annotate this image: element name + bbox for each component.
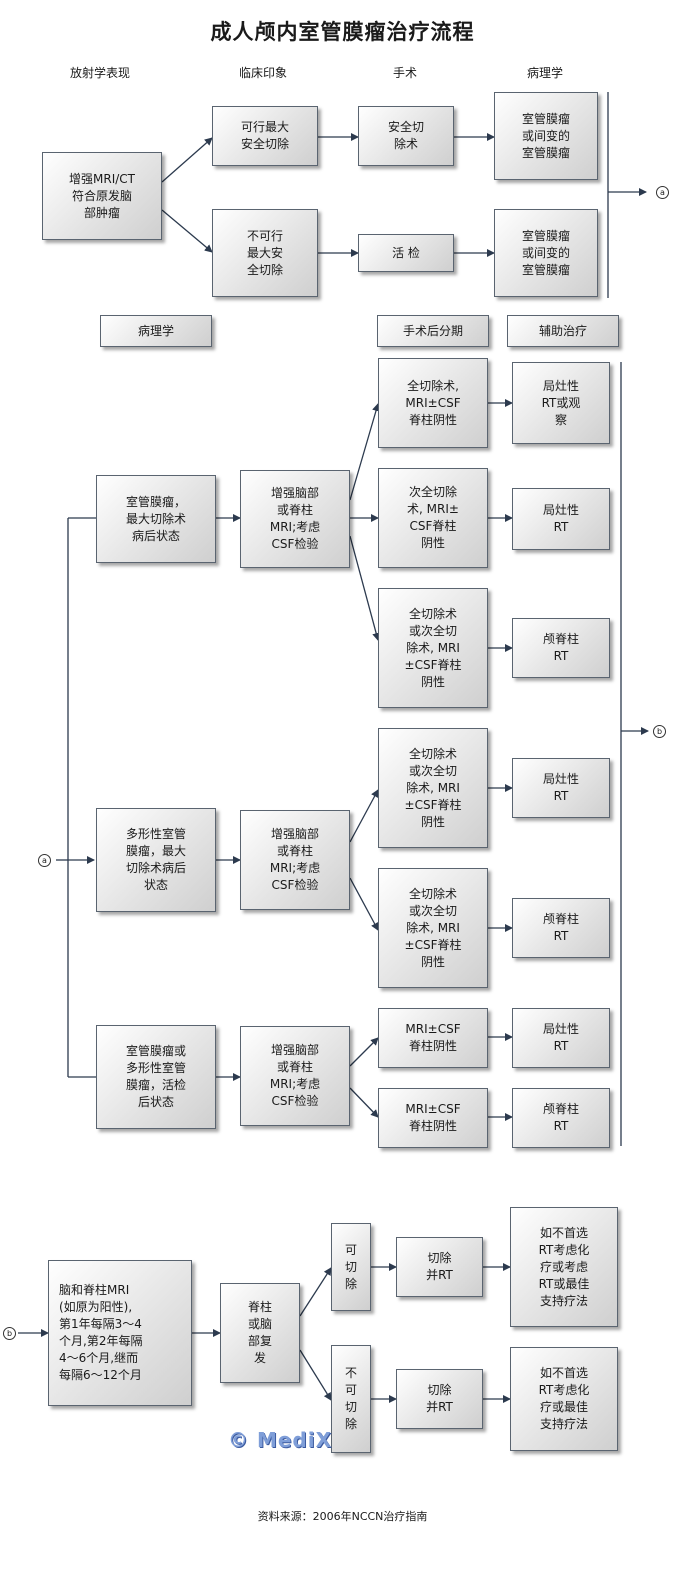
g1-pathology: 室管膜瘤， 最大切除术 病后状态 — [96, 475, 216, 563]
box-safe-resection: 安全切 除术 — [358, 106, 454, 166]
header2-post-staging: 手术后分期 — [377, 315, 489, 347]
g1-staging-2: 次全切除 术, MRI± CSF脊柱 阴性 — [378, 468, 488, 568]
box-option-1: 如不首选 RT考虑化 疗或考虑 RT或最佳 支持疗法 — [510, 1207, 618, 1327]
box-pathology-1: 室管膜瘤 或间变的 室管膜瘤 — [494, 92, 598, 180]
connector-b-in: b — [3, 1327, 16, 1340]
g1-treatment-3: 颅脊柱 RT — [512, 618, 610, 678]
g2-workup: 增强脑部 或脊柱 MRI;考虑 CSF检验 — [240, 810, 350, 910]
g2-treatment-1: 局灶性 RT — [512, 758, 610, 818]
box-resect-rt-2: 切除 并RT — [396, 1369, 483, 1429]
g3-staging-2: MRI±CSF 脊柱阴性 — [378, 1088, 488, 1148]
page-title: 成人颅内室管膜瘤治疗流程 — [210, 20, 475, 44]
g1-treatment-1: 局灶性 RT或观 察 — [512, 362, 610, 444]
g3-treatment-1: 局灶性 RT — [512, 1008, 610, 1068]
g1-treatment-2: 局灶性 RT — [512, 488, 610, 550]
connector-b-out: b — [653, 725, 666, 738]
g2-treatment-2: 颅脊柱 RT — [512, 898, 610, 958]
box-followup-mri: 脑和脊柱MRI (如原为阳性), 第1年每隔3～4 个月,第2年每隔 4～6个月… — [48, 1260, 192, 1406]
box-unresectable-recurrence: 不 可 切 除 — [331, 1345, 371, 1453]
header-clinical: 临床印象 — [238, 66, 287, 80]
g2-staging-2: 全切除术 或次全切 除术, MRI ±CSF脊柱 阴性 — [378, 868, 488, 988]
g1-workup: 增强脑部 或脊柱 MRI;考虑 CSF检验 — [240, 470, 350, 568]
watermark: © MediX — [228, 1428, 333, 1452]
box-resectable-recurrence: 可 切 除 — [331, 1223, 371, 1311]
g3-treatment-2: 颅脊柱 RT — [512, 1088, 610, 1148]
g2-pathology: 多形性室管 膜瘤，最大 切除术病后 状态 — [96, 808, 216, 912]
connector-a-in: a — [38, 854, 51, 867]
header-radiology: 放射学表现 — [69, 66, 130, 80]
g2-staging-1: 全切除术 或次全切 除术, MRI ±CSF脊柱 阴性 — [378, 728, 488, 848]
g1-staging-3: 全切除术 或次全切 除术, MRI ±CSF脊柱 阴性 — [378, 588, 488, 708]
box-recurrence: 脊柱 或脑 部复 发 — [220, 1283, 300, 1383]
box-unresectable: 不可行 最大安 全切除 — [212, 209, 318, 297]
header2-pathology: 病理学 — [100, 315, 212, 347]
header-pathology: 病理学 — [526, 66, 563, 80]
g3-workup: 增强脑部 或脊柱 MRI;考虑 CSF检验 — [240, 1026, 350, 1126]
box-pathology-2: 室管膜瘤 或间变的 室管膜瘤 — [494, 209, 598, 297]
connector-a-out: a — [656, 186, 669, 199]
box-mri-primary-brain-tumor: 增强MRI/CT 符合原发脑 部肿瘤 — [42, 152, 162, 240]
header2-adjuvant: 辅助治疗 — [507, 315, 619, 347]
g1-staging-1: 全切除术, MRI±CSF 脊柱阴性 — [378, 358, 488, 448]
box-resectable: 可行最大 安全切除 — [212, 106, 318, 166]
box-resect-rt-1: 切除 并RT — [396, 1237, 483, 1297]
g3-pathology: 室管膜瘤或 多形性室管 膜瘤，活检 后状态 — [96, 1025, 216, 1129]
source-note: 资料来源：2006年NCCN治疗指南 — [257, 1510, 428, 1523]
box-biopsy: 活 检 — [358, 234, 454, 272]
g3-staging-1: MRI±CSF 脊柱阴性 — [378, 1008, 488, 1068]
box-option-2: 如不首选 RT考虑化 疗或最佳 支持疗法 — [510, 1347, 618, 1451]
header-surgery: 手术 — [392, 66, 417, 80]
